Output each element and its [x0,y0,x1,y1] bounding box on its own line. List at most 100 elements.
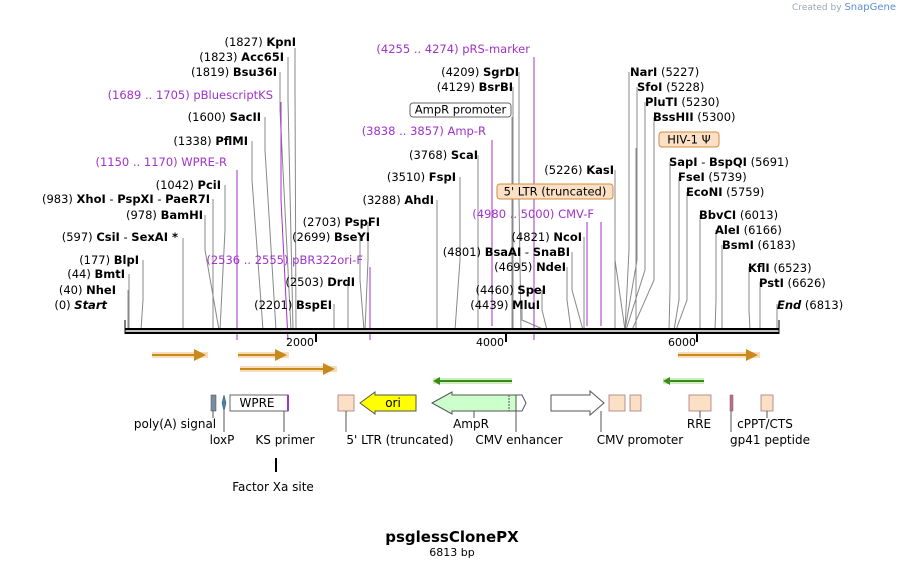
site-name: Start [74,298,107,312]
site-name: Bsu36I [233,65,277,79]
site-position: (177) [79,253,114,267]
feature-label: cPPT/CTS [737,417,793,431]
site-position: (4695) [494,260,536,274]
feature-label: CMV promoter [597,433,684,447]
site-name: BmtI [94,267,125,281]
feature-inner-label: WPRE [239,396,274,410]
site-name: KasI [586,163,614,177]
site-name: AhdI [404,193,434,207]
site-position: (1823) [199,50,241,64]
axis-ticks [315,334,698,342]
site-position: (2201) [254,298,296,312]
site-position: (4129) [437,80,479,94]
site-position: (0) [54,298,74,312]
site-position: (4460) [476,283,518,297]
site-name: NdeI [536,260,566,274]
site-name: SfoI [637,80,662,94]
site-name: Acc65I [241,50,284,64]
site-position: (6523) [770,261,812,275]
primer-lines [236,57,602,341]
feature-label: loxP [210,433,235,447]
site-name: End [777,298,802,312]
feature-label: gp41 peptide [730,433,810,447]
svg-text:(597) CsiI - SexAI *: (597) CsiI - SexAI * [62,230,178,244]
restriction-site: (0) Start [54,298,107,312]
site-position: (1819) [191,65,233,79]
site-name-extra: PspXI [117,192,153,206]
svg-text:(1823) Acc65I: (1823) Acc65I [199,50,284,64]
site-position: (3288) [362,193,404,207]
svg-text:PluTI (5230): PluTI (5230) [645,95,720,109]
site-name: XhoI [77,192,106,206]
feature-label: AmpR [453,417,489,431]
svg-text:(4460) SpeI: (4460) SpeI [476,283,547,297]
svg-text:PstI (6626): PstI (6626) [759,276,826,290]
site-name: SgrDI [483,65,519,79]
site-name-extra: PaeR7I [165,192,210,206]
svg-text:(4821) NcoI: (4821) NcoI [511,230,582,244]
site-position: (4209) [441,65,483,79]
site-position: (5227) [657,65,699,79]
svg-text:(978) BamHI: (978) BamHI [126,208,203,222]
plasmid-name: psglessClonePX [385,528,519,546]
site-name: FspI [429,170,456,184]
site-name: BsaAI [485,245,522,259]
restriction-site: SapI - BspQI (5691) [669,155,789,169]
restriction-site: (1600) SacII [188,110,261,124]
feature-cppt-cts [729,394,734,412]
svg-text:BbvCI (6013): BbvCI (6013) [699,208,778,222]
site-position: (6813) [801,298,843,312]
restriction-site: (4695) NdeI [494,260,566,274]
site-leader-lines [127,48,778,331]
svg-text:(0) Start: (0) Start [54,298,107,312]
svg-text:(3510) FspI: (3510) FspI [387,170,456,184]
svg-text:(1819) Bsu36I: (1819) Bsu36I [191,65,277,79]
site-name: BsmI [722,238,754,252]
feature-label: 5' LTR (truncated) [346,433,453,447]
svg-text:AmpR promoter: AmpR promoter [415,103,507,117]
site-name: FseI [678,170,705,184]
restriction-site: (5226) KasI [544,163,614,177]
restriction-site: AleI (6166) [715,223,782,237]
svg-text:(2503) DrdI: (2503) DrdI [285,275,355,289]
svg-text:BsmI (6183): BsmI (6183) [722,238,796,252]
restriction-site: (983) XhoI - PspXI - PaeR7I [42,192,210,206]
site-name: NheI [86,283,116,297]
site-position: (5230) [678,95,720,109]
svg-text:(5226) KasI: (5226) KasI [544,163,614,177]
site-position: (597) [62,230,97,244]
site-position: (1827) [224,35,266,49]
svg-text:(3768) ScaI: (3768) ScaI [409,148,478,162]
restriction-site: (44) BmtI [67,267,125,281]
feature-leaders [212,411,768,472]
feature-loxp [221,394,227,412]
svg-text:(4695) NdeI: (4695) NdeI [494,260,566,274]
feature-ampr-promoter [515,394,527,412]
restriction-site: (4129) BsrBI [437,80,513,94]
restriction-site: (177) BlpI [79,253,139,267]
site-name-extra: BspQI [709,155,747,169]
restriction-site: NarI (5227) [630,65,699,79]
site-name: KflI [748,261,770,275]
restriction-site: (597) CsiI - SexAI * [62,230,178,244]
svg-text:(177) BlpI: (177) BlpI [79,253,139,267]
restriction-site: PstI (6626) [759,276,826,290]
feature-rre [688,394,712,412]
restriction-site: (4821) NcoI [511,230,582,244]
site-position: (3510) [387,170,429,184]
svg-text:AleI (6166): AleI (6166) [715,223,782,237]
site-position: (5300) [694,110,736,124]
site-position: (5228) [662,80,704,94]
site-position: (4821) [511,230,553,244]
site-name: BlpI [114,253,139,267]
site-position: (3768) [409,148,451,162]
site-position: (6166) [740,223,782,237]
site-name: PspFI [345,215,380,229]
site-name: PstI [759,276,784,290]
svg-text:EcoNI (5759): EcoNI (5759) [686,185,764,199]
credit: Created by SnapGene [792,2,896,13]
restriction-site: BssHII (5300) [653,110,736,124]
feature-ori [359,391,417,415]
svg-text:(40) NheI: (40) NheI [59,283,116,297]
svg-text:(4209) SgrDI: (4209) SgrDI [441,65,519,79]
